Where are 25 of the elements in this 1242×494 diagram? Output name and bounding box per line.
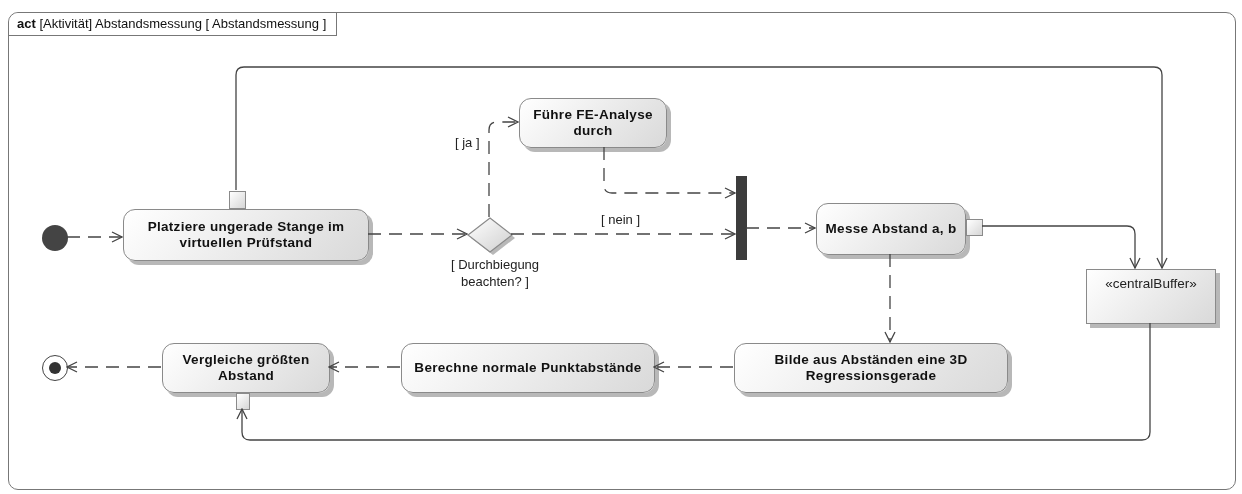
object-flow-arrow bbox=[981, 225, 1141, 269]
guard-label: [ nein ] bbox=[601, 212, 641, 227]
stereotype-label: «centralBuffer» bbox=[1104, 276, 1198, 291]
pin bbox=[229, 191, 246, 209]
pin bbox=[966, 219, 983, 236]
control-flow-arrow bbox=[488, 116, 519, 218]
fork-bar bbox=[736, 176, 747, 260]
control-flow-arrow bbox=[66, 231, 123, 243]
activity-frame bbox=[8, 12, 1236, 490]
control-flow-arrow bbox=[745, 222, 816, 234]
frame-title: act [Aktivität] Abstandsmessung [ Abstandsmessung ] bbox=[9, 13, 338, 36]
control-flow-arrow bbox=[653, 361, 734, 373]
control-flow-arrow bbox=[884, 253, 896, 343]
final-node bbox=[42, 355, 68, 381]
control-flow-arrow bbox=[510, 228, 736, 240]
control-flow-arrow bbox=[603, 146, 736, 199]
guard-label: [ ja ] bbox=[455, 135, 480, 150]
control-flow-arrow bbox=[66, 361, 162, 373]
initial-node bbox=[42, 225, 68, 251]
guard-label: [ Durchbiegung beachten? ] bbox=[449, 256, 541, 290]
control-flow-arrow bbox=[367, 228, 468, 240]
control-flow-arrow bbox=[328, 361, 401, 373]
object-flow-arrow bbox=[236, 322, 1151, 441]
pin bbox=[236, 393, 250, 410]
object-flow-arrow bbox=[235, 66, 1168, 269]
